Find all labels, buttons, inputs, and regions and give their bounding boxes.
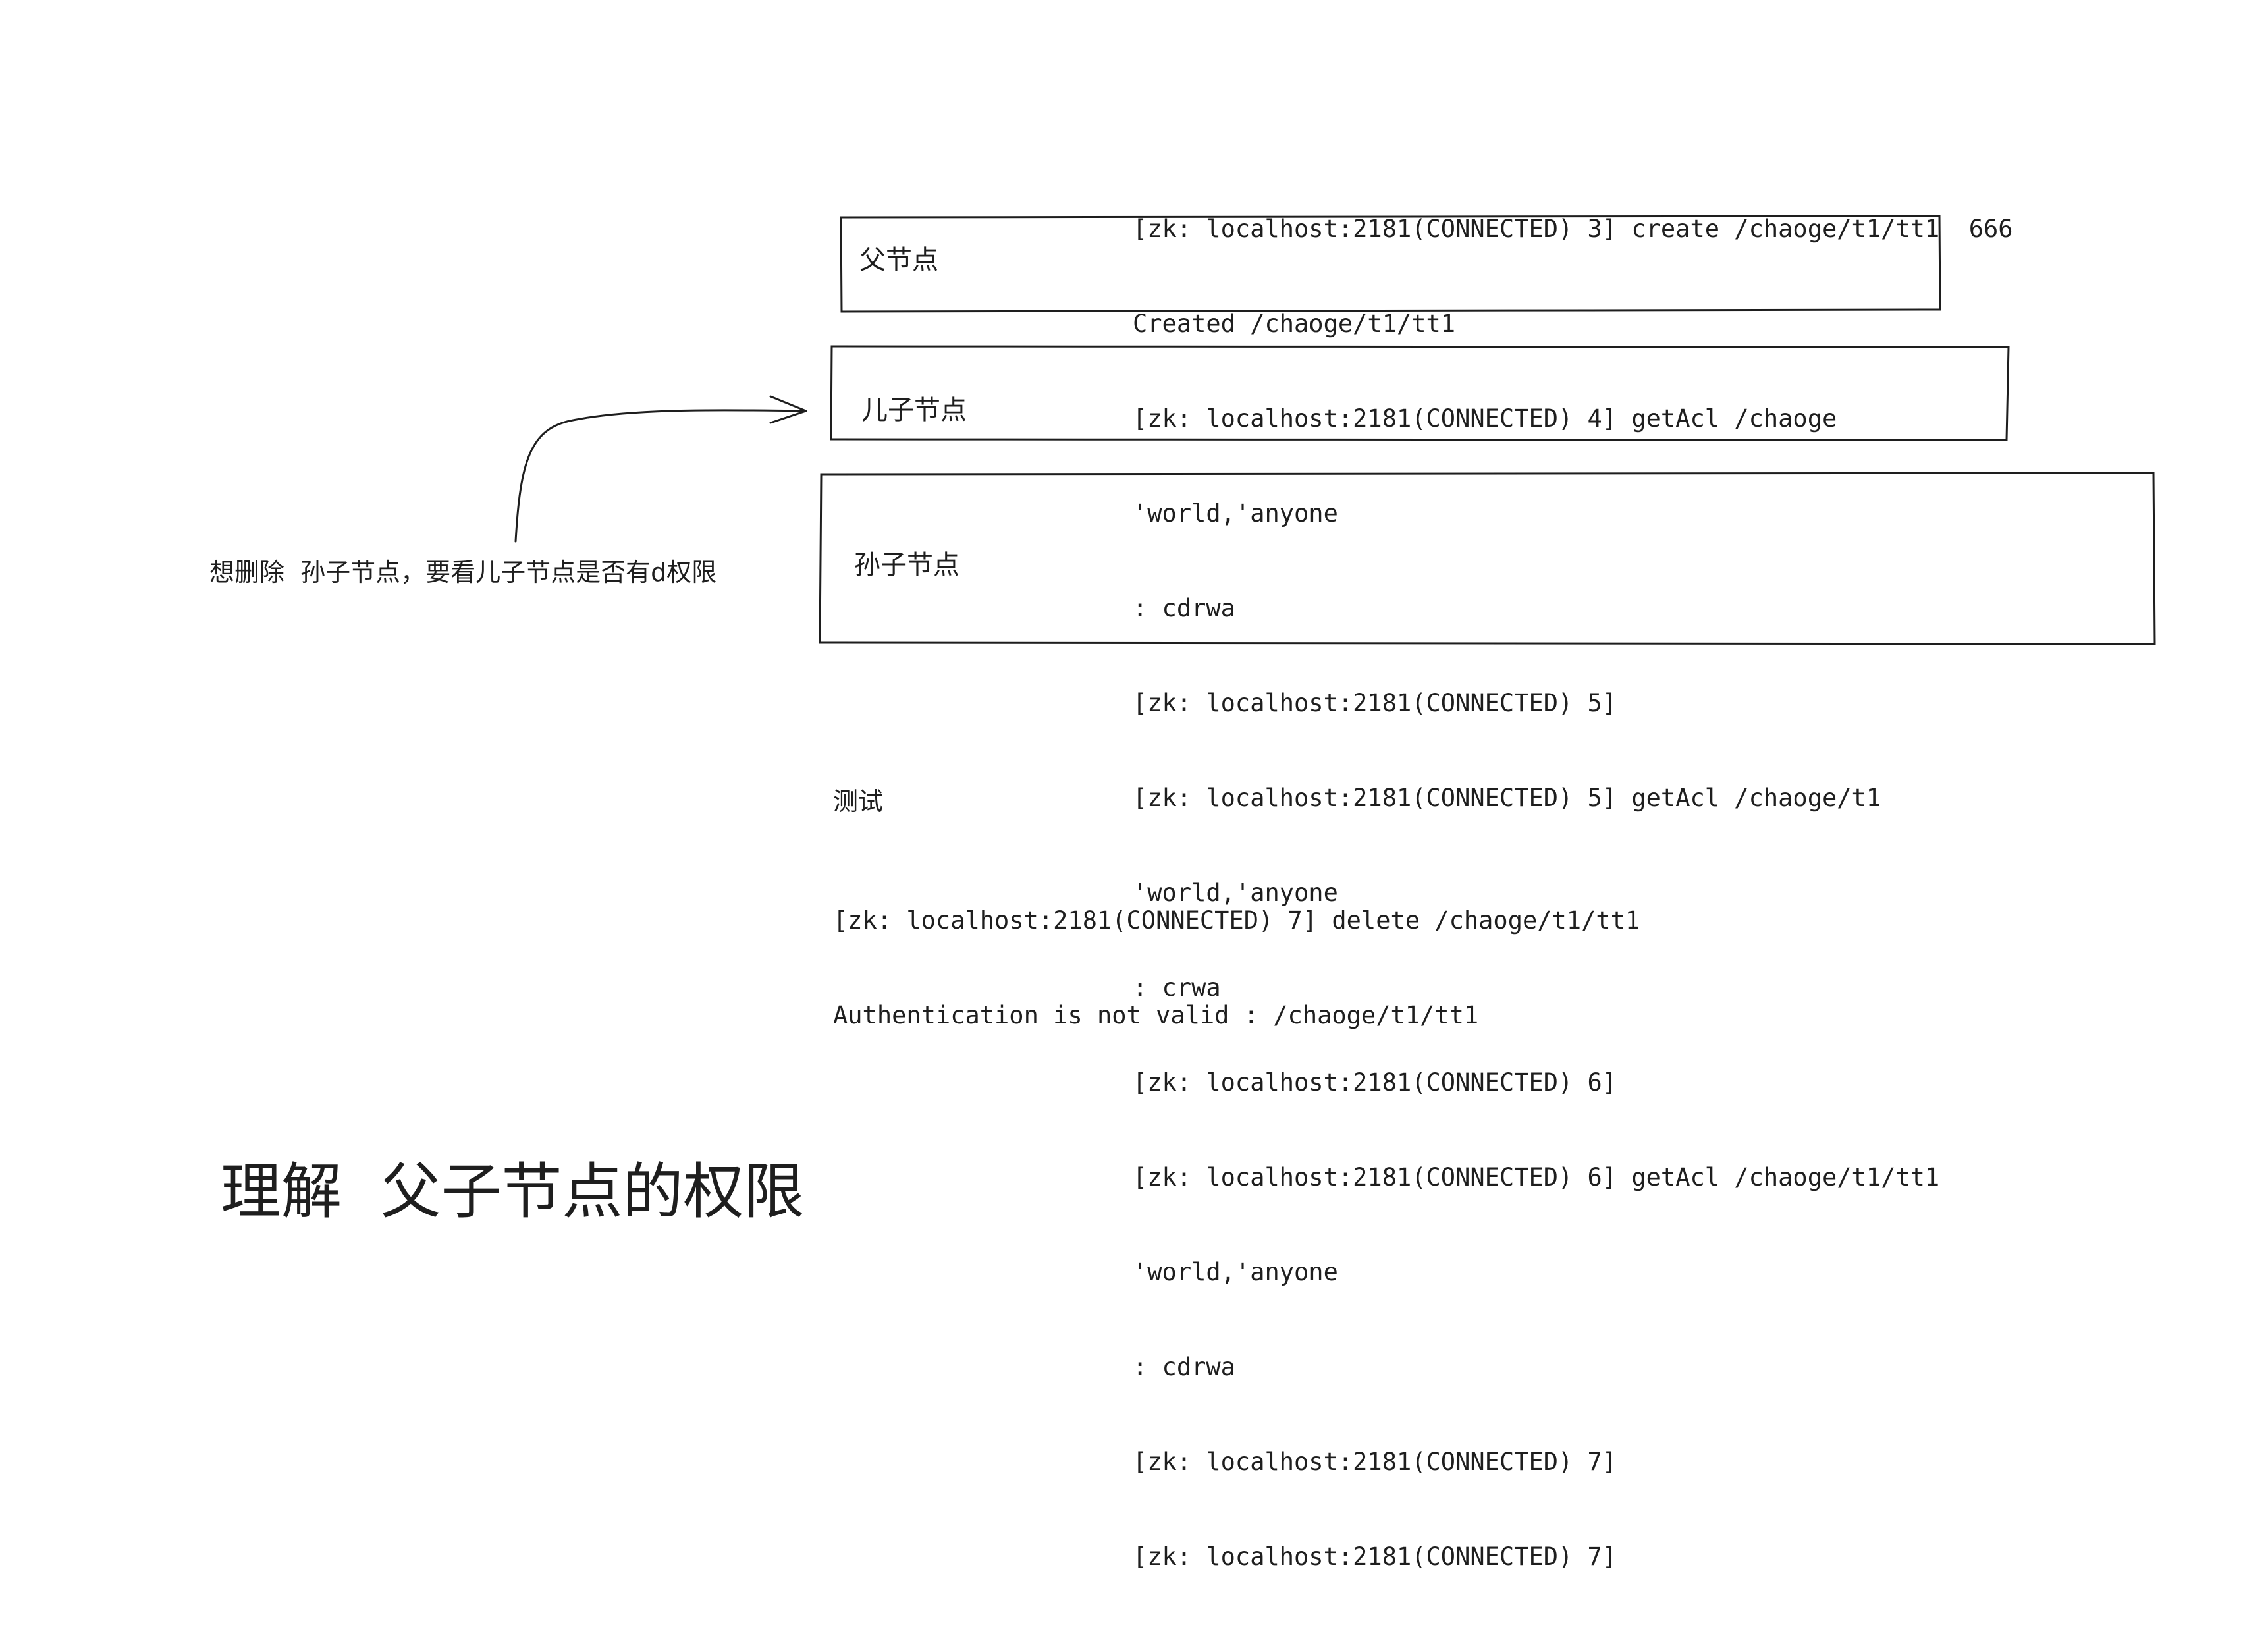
terminal-line: 'world,'anyone bbox=[1133, 499, 1338, 528]
terminal-line: [zk: localhost:2181(CONNECTED) 6] bbox=[1133, 1068, 1617, 1097]
terminal-line: : cdrwa bbox=[1133, 594, 1235, 622]
test-heading: 测试 bbox=[833, 787, 884, 816]
grandchild-node-label: 孙子节点 bbox=[854, 550, 959, 580]
terminal-line: : cdrwa bbox=[1133, 1353, 1235, 1381]
parent-node-box bbox=[840, 215, 1941, 313]
diagram-canvas: [zk: localhost:2181(CONNECTED) 3] create… bbox=[209, 215, 2156, 1571]
terminal-line: [zk: localhost:2181(CONNECTED) 7] bbox=[1133, 1542, 1617, 1571]
terminal-line: [zk: localhost:2181(CONNECTED) 4] getAcl… bbox=[1133, 404, 1837, 433]
test-line: Authentication is not valid : /chaoge/t1… bbox=[833, 1001, 1479, 1029]
page-title: 理解 父子节点的权限 bbox=[221, 1157, 805, 1227]
terminal-line: Created /chaoge/t1/tt1 bbox=[1133, 310, 1456, 338]
annotation-note: 想删除 孙子节点，要看儿子节点是否有d权限 bbox=[209, 558, 717, 587]
terminal-line: 'world,'anyone bbox=[1133, 1258, 1338, 1286]
test-output: [zk: localhost:2181(CONNECTED) 7] delete… bbox=[833, 842, 1640, 1095]
child-node-box bbox=[830, 345, 2010, 441]
sketch-shapes bbox=[514, 215, 2156, 645]
child-node-label: 儿子节点 bbox=[861, 395, 967, 425]
test-line: [zk: localhost:2181(CONNECTED) 7] delete… bbox=[833, 906, 1640, 935]
terminal-line: [zk: localhost:2181(CONNECTED) 5] getAcl… bbox=[1133, 784, 1881, 812]
arrow-head bbox=[769, 395, 807, 424]
grandchild-node-box bbox=[819, 472, 2156, 645]
terminal-line: : crwa bbox=[1133, 973, 1221, 1002]
parent-node-label: 父节点 bbox=[859, 245, 938, 275]
terminal-line: [zk: localhost:2181(CONNECTED) 6] getAcl… bbox=[1133, 1163, 1940, 1191]
annotation-arrow bbox=[514, 409, 806, 543]
terminal-line: 'world,'anyone bbox=[1133, 879, 1338, 907]
terminal-line: [zk: localhost:2181(CONNECTED) 3] create… bbox=[1133, 215, 2013, 243]
terminal-line: [zk: localhost:2181(CONNECTED) 5] bbox=[1133, 689, 1617, 717]
terminal-line: [zk: localhost:2181(CONNECTED) 7] bbox=[1133, 1448, 1617, 1476]
